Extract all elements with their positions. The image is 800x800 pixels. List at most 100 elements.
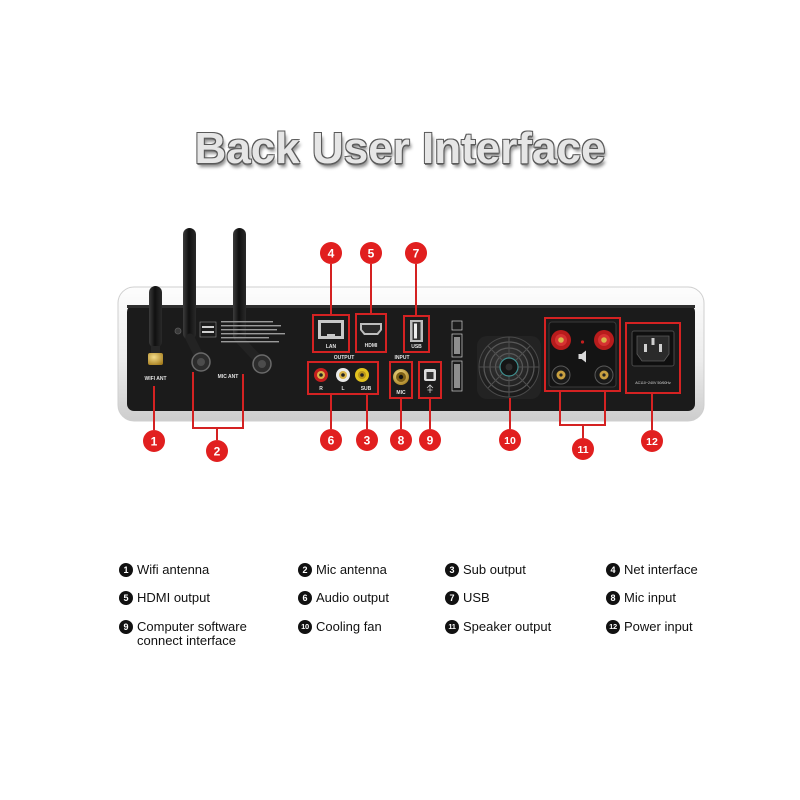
callout-9-badge <box>419 429 441 451</box>
iec-pin-earth <box>651 338 655 345</box>
warning-label-strip <box>451 320 463 392</box>
iec-pin-right <box>659 344 662 352</box>
rca-l-label: L <box>341 386 344 392</box>
callout-8: 8 <box>390 398 412 451</box>
legend-item-11: 11 Speaker output <box>445 619 551 635</box>
cooling-fan <box>477 336 541 399</box>
callout-2-badge <box>206 440 228 462</box>
callout-9-number: 9 <box>427 433 434 447</box>
sticker-print-line <box>221 329 277 331</box>
callout-12-number: 12 <box>646 436 658 448</box>
callout-7: 7 <box>405 242 427 316</box>
callout-12: 12 <box>641 393 663 452</box>
legend-item-4: 4 Net interface <box>606 562 698 578</box>
iec-socket-cavity <box>636 335 670 362</box>
legend-badge: 1 <box>119 563 133 577</box>
legend-item-12: 12 Power input <box>606 619 693 635</box>
usb-port-group: USB <box>403 315 430 353</box>
legend-badge: 6 <box>298 591 312 605</box>
callout-1-badge <box>143 430 165 452</box>
mic-label: MIC <box>396 390 406 396</box>
warning-label <box>451 333 463 358</box>
power-rating-label: AC110~240V 50/60Hz <box>635 381 671 385</box>
sticker-logo-bar <box>202 326 214 328</box>
speaker-icon-cone <box>581 350 586 363</box>
legend-item-3: 3 Sub output <box>445 562 526 578</box>
lan-port-opening <box>321 323 341 336</box>
legend-item-5: 5 HDMI output <box>119 590 210 606</box>
callout-4-badge <box>320 242 342 264</box>
legend-badge: 5 <box>119 591 133 605</box>
speaker-icon <box>578 350 586 363</box>
legend-item-10: 10 Cooling fan <box>298 619 382 635</box>
legend-item-2: 2 Mic antenna <box>298 562 387 578</box>
hdmi-port-group: HDMI <box>355 313 387 353</box>
mic-ant-label: MIC ANT <box>218 374 239 380</box>
mic-antennas: MIC ANT <box>183 228 272 380</box>
callout-4: 4 <box>320 242 342 315</box>
legend-label: Power input <box>624 619 693 634</box>
wifi-antenna: WIFI ANT <box>144 286 167 382</box>
speaker-terminal-red-right-post <box>601 337 607 343</box>
legend-badge: 11 <box>445 620 459 634</box>
callout-7-badge <box>405 242 427 264</box>
legend-label: HDMI output <box>137 590 210 605</box>
mic-antenna-right-hinge <box>235 335 262 363</box>
callout-1-number: 1 <box>151 434 158 448</box>
callout-5: 5 <box>360 242 382 314</box>
usb-b-port-group <box>418 361 442 399</box>
legend-label: USB <box>463 590 490 605</box>
legend-badge: 7 <box>445 591 459 605</box>
callout-9: 9 <box>419 398 441 451</box>
sub-label: SUB <box>361 386 372 392</box>
callout-12-badge <box>641 430 663 452</box>
legend-label: Mic input <box>624 590 677 605</box>
callout-2: 2 <box>192 372 244 462</box>
sticker-print-line <box>221 333 285 335</box>
callout-8-badge <box>390 429 412 451</box>
hdmi-port-opening <box>362 325 380 333</box>
wifi-ant-label: WIFI ANT <box>144 376 166 382</box>
legend-item-7: 7 USB <box>445 590 490 606</box>
wifi-antenna-body <box>149 286 162 348</box>
callout-7-number: 7 <box>413 246 420 260</box>
callout-5-badge <box>360 242 382 264</box>
legend-label-line-2: connect interface <box>137 633 237 648</box>
sticker-logo-bar <box>202 331 214 333</box>
usb-label: USB <box>411 344 422 350</box>
mic-antenna-left-connector-core <box>197 358 205 366</box>
speaker-icon-body <box>578 354 582 359</box>
sticker-print-line <box>221 341 279 343</box>
lan-port-group: LAN <box>312 314 350 353</box>
callout-3: 3 <box>356 394 378 451</box>
legend-badge: 2 <box>298 563 312 577</box>
callout-10: 10 <box>499 398 521 451</box>
rca-jack-white-pin <box>341 373 345 377</box>
sticker-print-line <box>221 337 269 339</box>
callout-3-badge <box>356 429 378 451</box>
mic-antenna-right-body <box>233 228 246 342</box>
callout-6-badge <box>320 429 342 451</box>
speaker-polarity-dot-red <box>580 340 585 344</box>
callout-6-number: 6 <box>328 433 335 447</box>
sticker-logo <box>199 321 217 338</box>
legend-badge: 12 <box>606 620 620 634</box>
usb-symbol-icon <box>426 384 434 393</box>
mic-antenna-left-body <box>183 228 196 340</box>
legend-label: Sub output <box>463 562 526 577</box>
wifi-antenna-connector <box>148 353 163 365</box>
legend-label: Audio output <box>316 590 390 605</box>
warning-label <box>451 320 463 331</box>
callout-4-number: 4 <box>328 246 335 260</box>
warning-label-text <box>454 364 460 388</box>
output-label: OUTPUT <box>334 355 355 361</box>
legend-label: Cooling fan <box>316 619 382 634</box>
speaker-terminal-black-left-hole <box>559 373 563 377</box>
legend-label: Computer software <box>137 619 247 634</box>
callout-11-badge <box>572 438 594 460</box>
legend-item-8: 8 Mic input <box>606 590 676 606</box>
callout-11: 11 <box>559 391 606 460</box>
callout-5-number: 5 <box>368 246 375 260</box>
